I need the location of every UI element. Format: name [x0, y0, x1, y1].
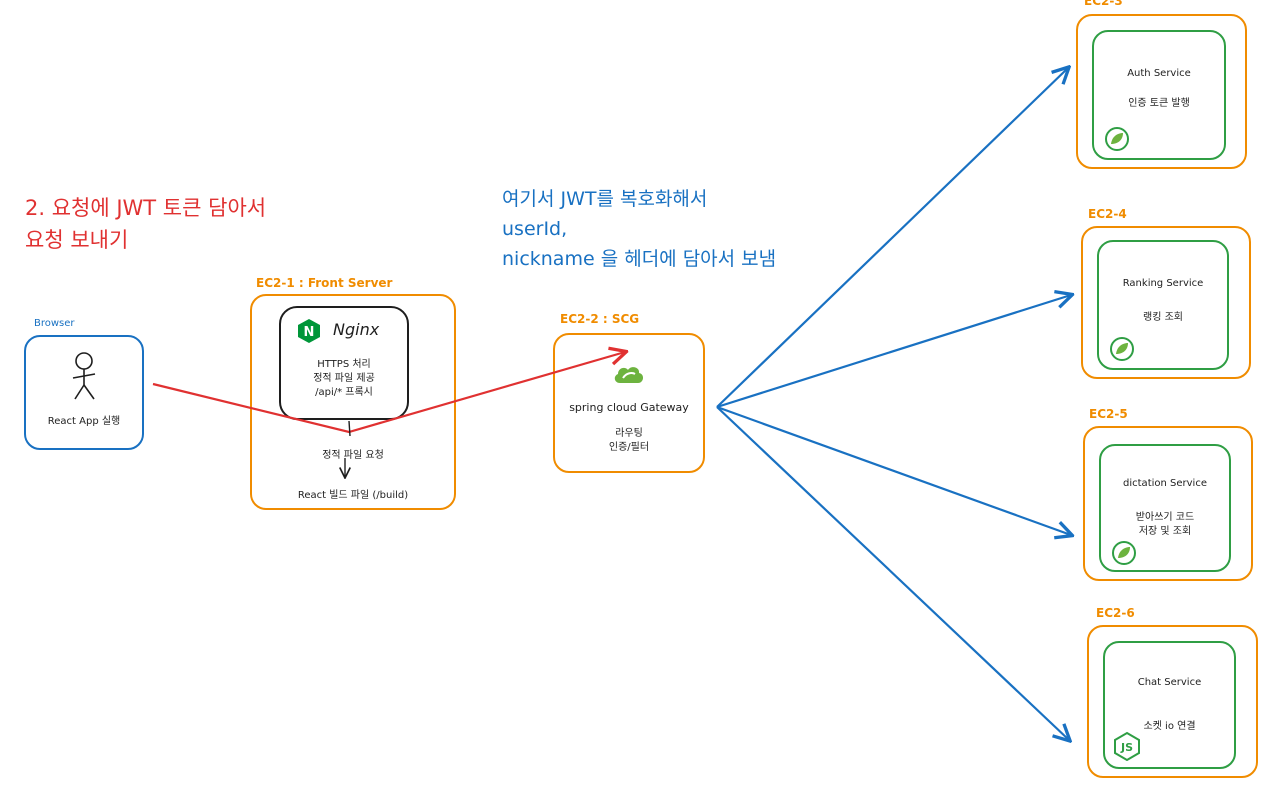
ec2-3-box: Auth Service 인증 토큰 발행 [1076, 14, 1247, 169]
ec2-1-label: EC2-1 : Front Server [256, 276, 393, 290]
spring-icon [1110, 337, 1134, 361]
nginx-box: N Nginx HTTPS 처리 정적 파일 제공 /api/* 프록시 [279, 306, 409, 420]
build-files-label: React 빌드 파일 (/build) [297, 490, 409, 501]
static-request-label: 정적 파일 요청 [322, 450, 384, 461]
browser-box: React App 실행 [24, 335, 144, 450]
nginx-line-https: HTTPS 처리 [317, 359, 371, 370]
gateway-to-auth-arrow [716, 68, 1068, 408]
nginx-line-proxy: /api/* 프록시 [315, 387, 373, 398]
gateway-to-dictation-arrow [716, 405, 1071, 535]
jwt-request-note: 2. 요청에 JWT 토큰 담아서 요청 보내기 [25, 192, 266, 256]
jwt-decode-note-line3: nickname 을 헤더에 담아서 보냄 [502, 248, 777, 270]
ec2-6-label: EC2-6 [1096, 606, 1135, 620]
jwt-request-arrow [152, 352, 625, 434]
scg-line-routing: 라우팅 [615, 428, 643, 439]
browser-label: Browser [34, 318, 75, 329]
ec2-2-box: spring cloud Gateway 라우팅 인증/필터 [553, 333, 705, 473]
ranking-service-desc: 랭킹 조회 [1143, 312, 1183, 323]
auth-service-name: Auth Service [1127, 68, 1191, 79]
ec2-3-label: EC2-3 [1084, 0, 1123, 8]
chat-service-name: Chat Service [1137, 677, 1202, 688]
ec2-4-label: EC2-4 [1088, 207, 1127, 221]
svg-text:JS: JS [1120, 741, 1133, 754]
spring-icon [1105, 127, 1129, 151]
dictation-service-desc-line2: 저장 및 조회 [1138, 526, 1192, 537]
ec2-6-box: Chat Service 소켓 io 연결 JS [1087, 625, 1258, 778]
ec2-4-box: Ranking Service 랭킹 조회 [1081, 226, 1251, 379]
gateway-to-chat-arrow [716, 406, 1069, 740]
ec2-5-box: dictation Service 받아쓰기 코드 저장 및 조회 [1083, 426, 1253, 581]
jwt-request-note-line2: 요청 보내기 [25, 228, 129, 252]
chat-service-desc: 소켓 io 연결 [1143, 721, 1196, 732]
nginx-line-static: 정적 파일 제공 [313, 373, 375, 384]
ec2-1-box: N Nginx HTTPS 처리 정적 파일 제공 /api/* 프록시 정적 … [250, 294, 456, 510]
jwt-decode-note: 여기서 JWT를 복호화해서 userId, nickname 을 헤더에 담아… [502, 184, 776, 274]
auth-service-box: Auth Service 인증 토큰 발행 [1092, 30, 1226, 160]
dictation-service-box: dictation Service 받아쓰기 코드 저장 및 조회 [1099, 444, 1231, 572]
spring-icon [1112, 541, 1136, 565]
jwt-decode-note-line2: userId, [502, 218, 568, 240]
auth-service-desc: 인증 토큰 발행 [1128, 98, 1190, 109]
chat-service-box: Chat Service 소켓 io 연결 JS [1103, 641, 1236, 769]
ranking-service-name: Ranking Service [1122, 278, 1204, 289]
nginx-logo-icon: N [298, 319, 320, 343]
nginx-down-tick [348, 420, 351, 437]
user-icon [72, 352, 96, 400]
nginx-title: Nginx [333, 320, 380, 339]
ec2-5-label: EC2-5 [1089, 407, 1128, 421]
jwt-decode-note-line1: 여기서 JWT를 복호화해서 [502, 188, 708, 210]
ec2-2-label: EC2-2 : SCG [560, 312, 640, 326]
scg-title: spring cloud Gateway [569, 401, 689, 414]
spring-cloud-icon [614, 367, 644, 383]
nodejs-icon: JS [1114, 731, 1140, 761]
browser-app-text: React App 실행 [47, 416, 121, 427]
nginx-logo-letter: N [304, 325, 315, 340]
gateway-to-ranking-arrow [716, 295, 1071, 409]
dictation-service-name: dictation Service [1123, 478, 1207, 489]
jwt-request-note-line1: 2. 요청에 JWT 토큰 담아서 [25, 196, 267, 220]
scg-line-auth-filter: 인증/필터 [608, 442, 650, 453]
ranking-service-box: Ranking Service 랭킹 조회 [1097, 240, 1229, 370]
dictation-service-desc-line1: 받아쓰기 코드 [1135, 512, 1195, 523]
